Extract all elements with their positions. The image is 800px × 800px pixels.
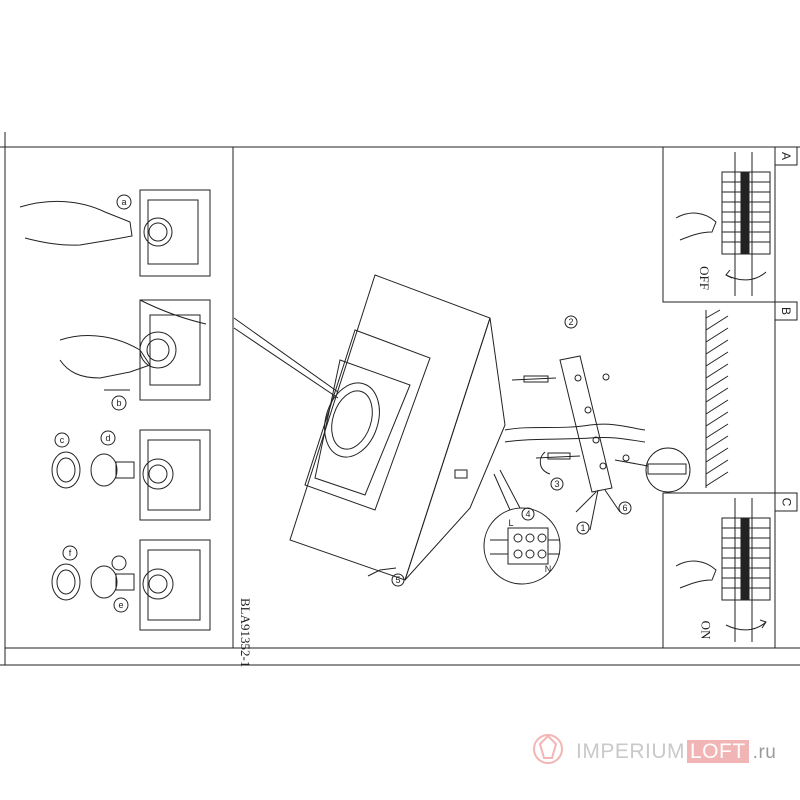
step-number-6: 6: [622, 503, 627, 513]
breaker-box-off: [675, 152, 771, 296]
panel-c-tab: [774, 492, 798, 512]
step-2-circle: [564, 315, 578, 329]
watermark-brand-highlight: LOFT: [687, 740, 749, 763]
terminal-block-detail: [483, 469, 561, 585]
step-4-circle: [521, 507, 535, 521]
step-e-circle: [113, 597, 129, 613]
fixture-main: [233, 274, 506, 581]
panel-b-label: B: [779, 306, 794, 316]
watermark-brand-text: IMPERIUM: [576, 740, 685, 763]
panel-a-label: A: [779, 151, 794, 161]
step-5-arrow: [367, 567, 397, 577]
switch-on-label: ON: [698, 620, 714, 640]
step-6-circle: [618, 501, 632, 515]
step-letter-f: f: [69, 548, 72, 558]
panel-a-frame: [662, 146, 776, 303]
step-3-circle: [550, 477, 564, 491]
step-1-circle: [576, 521, 590, 535]
breaker-box-on: [675, 498, 771, 642]
switch-off-label: OFF: [696, 266, 712, 290]
step-b-illustration: [59, 299, 211, 411]
step-a-illustration: [19, 189, 211, 277]
panel-c-label: C: [779, 497, 794, 507]
step-5-circle: [391, 573, 405, 587]
panel-c-frame: [662, 492, 776, 649]
watermark-logo: [533, 734, 563, 764]
terminal-label-l: L: [508, 518, 513, 528]
step-number-4: 4: [525, 509, 530, 519]
step-number-2: 2: [568, 317, 573, 327]
mounting-bracket: [504, 355, 691, 531]
step-number-3: 3: [554, 479, 559, 489]
step-number-5: 5: [395, 575, 400, 585]
step-labels: a b c d e f 1 2 3 4 5 6 L N: [60, 197, 628, 610]
step-cd-illustration: [51, 429, 211, 521]
step-letter-b: b: [116, 398, 121, 408]
step-letter-e: e: [118, 600, 123, 610]
terminal-label-n: N: [545, 564, 552, 574]
model-code: BLA91352-1: [238, 598, 253, 668]
step-ef-illustration: [51, 539, 211, 631]
step-letter-c: c: [60, 435, 65, 445]
step-letter-d: d: [105, 433, 110, 443]
step-3-arrow: [539, 451, 551, 475]
wall-hatching: [705, 309, 729, 488]
step-letter-a: a: [121, 197, 126, 207]
panel-a-tab: [774, 146, 798, 166]
step-number-1: 1: [580, 523, 585, 533]
watermark-tld: .ru: [752, 742, 777, 763]
